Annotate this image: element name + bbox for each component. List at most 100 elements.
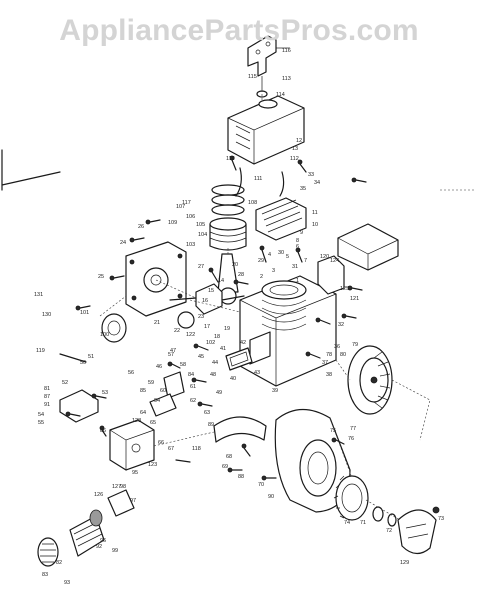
callout-label: 9 bbox=[300, 230, 303, 236]
callout-label: 31 bbox=[292, 264, 298, 270]
cylinder-head bbox=[255, 197, 307, 241]
callout-label: 124 bbox=[330, 258, 339, 264]
callout-label: 111 bbox=[254, 176, 262, 182]
callout-label: 115 bbox=[248, 74, 257, 80]
callout-label: 82 bbox=[56, 560, 62, 566]
callout-label: 97 bbox=[130, 498, 136, 504]
piston-rings bbox=[211, 184, 245, 216]
fuel-line bbox=[235, 167, 242, 197]
callout-label: 75 bbox=[330, 428, 336, 434]
starter-pulley bbox=[333, 475, 369, 521]
callout-label: 56 bbox=[128, 370, 134, 376]
callout-label: 83 bbox=[42, 572, 48, 578]
callout-label: 1 bbox=[296, 278, 299, 284]
callout-label: 105 bbox=[196, 222, 205, 228]
callout-label: 58 bbox=[180, 362, 186, 368]
callout-label: 67 bbox=[168, 446, 174, 452]
callout-label: 17 bbox=[204, 324, 210, 330]
callout-label: 98 bbox=[120, 484, 126, 490]
callout-label: 42 bbox=[240, 340, 246, 346]
carburetor bbox=[109, 419, 155, 471]
callout-label: 61 bbox=[190, 384, 196, 390]
callout-label: 26 bbox=[138, 224, 144, 230]
callout-label: 93 bbox=[64, 580, 70, 586]
callout-label: 16 bbox=[202, 298, 208, 304]
callout-label: 24 bbox=[120, 240, 126, 246]
callout-label: 6 bbox=[296, 244, 299, 250]
spring bbox=[175, 459, 191, 463]
callout-label: 27 bbox=[198, 264, 204, 270]
callout-label: 66 bbox=[158, 440, 164, 446]
mounting-bracket bbox=[247, 35, 290, 90]
callout-label: 85 bbox=[140, 388, 146, 394]
callout-label: 103 bbox=[186, 242, 195, 248]
callout-label: 114 bbox=[276, 92, 285, 98]
callout-label: 49 bbox=[216, 390, 222, 396]
bracket-right bbox=[317, 255, 345, 295]
callout-label: 35 bbox=[300, 186, 306, 192]
air-cleaner bbox=[37, 489, 135, 567]
callout-label: 109 bbox=[168, 220, 177, 226]
callout-label: 107 bbox=[176, 204, 185, 210]
callout-label: 22 bbox=[174, 328, 180, 334]
callout-label: 41 bbox=[220, 346, 226, 352]
callout-label: 100 bbox=[100, 332, 109, 338]
callout-label: 69 bbox=[222, 464, 228, 470]
callout-label: 34 bbox=[314, 180, 320, 186]
callout-label: 120 bbox=[320, 254, 329, 260]
callout-label: 52 bbox=[62, 380, 68, 386]
callout-label: 43 bbox=[254, 370, 260, 376]
callout-label: 95 bbox=[132, 470, 138, 476]
callout-label: 21 bbox=[154, 320, 160, 326]
callout-label: 90 bbox=[268, 494, 274, 500]
callout-label: 37 bbox=[322, 360, 328, 366]
callout-label: 7 bbox=[304, 258, 307, 264]
callout-label: 3 bbox=[272, 268, 275, 274]
callout-label: 71 bbox=[360, 520, 366, 526]
callout-label: 113 bbox=[282, 76, 291, 82]
callout-label: 23 bbox=[198, 314, 204, 320]
callout-label: 87 bbox=[44, 394, 50, 400]
cover-plate bbox=[337, 223, 399, 271]
callout-label: 48 bbox=[210, 372, 216, 378]
callout-label: 36 bbox=[334, 344, 340, 350]
callout-label: 38 bbox=[326, 372, 332, 378]
pulley bbox=[101, 313, 127, 343]
callout-label: 118 bbox=[192, 446, 201, 452]
callout-label: 89 bbox=[208, 422, 214, 428]
callout-label: 99 bbox=[112, 548, 118, 554]
piston bbox=[209, 217, 247, 251]
crankcase-cover bbox=[125, 241, 187, 317]
callout-label: 81 bbox=[44, 386, 50, 392]
flywheel bbox=[347, 345, 393, 415]
callout-label: 88 bbox=[238, 474, 244, 480]
callout-label: 25 bbox=[98, 274, 104, 280]
callout-label: 10 bbox=[312, 222, 318, 228]
breather-tube bbox=[279, 171, 285, 197]
callout-labels: 116 115 114 113 110 111 112 108 107 106 … bbox=[34, 48, 444, 586]
callout-label: 59 bbox=[148, 380, 154, 386]
callout-label: 117 bbox=[182, 200, 191, 206]
callout-label: 70 bbox=[258, 482, 264, 488]
callout-label: 123 bbox=[148, 462, 157, 468]
callout-label: 62 bbox=[190, 398, 196, 404]
callout-label: 8 bbox=[296, 238, 299, 244]
callout-label: 116 bbox=[282, 48, 291, 54]
recoil-plate bbox=[397, 506, 440, 555]
callout-label: 30 bbox=[278, 250, 284, 256]
linkage-rod bbox=[59, 353, 87, 363]
callout-label: 126 bbox=[94, 492, 103, 498]
callout-label: 101 bbox=[80, 310, 89, 316]
callout-label: 46 bbox=[156, 364, 162, 370]
callout-label: 76 bbox=[348, 436, 354, 442]
crankshaft bbox=[169, 283, 245, 329]
callout-label: 78 bbox=[326, 352, 332, 358]
callout-label: 20 bbox=[232, 262, 238, 268]
callout-label: 91 bbox=[44, 402, 50, 408]
callout-label: 73 bbox=[438, 516, 444, 522]
callout-label: 55 bbox=[38, 420, 44, 426]
callout-label: 80 bbox=[340, 352, 346, 358]
callout-label: 92 bbox=[96, 544, 102, 550]
callout-label: 60 bbox=[160, 388, 166, 394]
